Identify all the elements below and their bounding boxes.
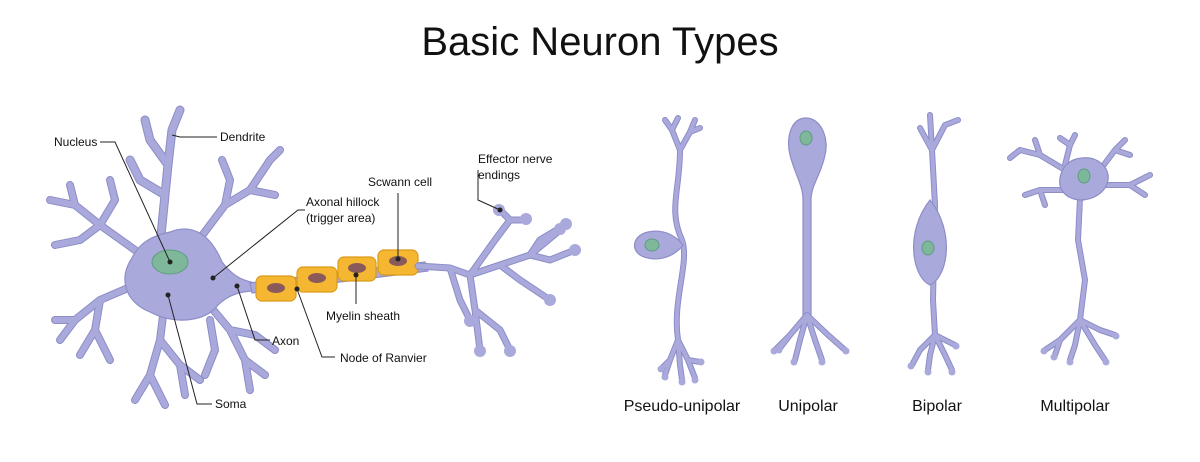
schwann-nucleus [348, 263, 366, 273]
label-trigger-area: (trigger area) [306, 211, 375, 225]
page-title: Basic Neuron Types [421, 20, 779, 64]
terminal-knob [474, 345, 486, 357]
schwann-nucleus [308, 273, 326, 283]
label-dendrite: Dendrite [220, 130, 266, 144]
terminal-knob [569, 244, 581, 256]
label-node-of-ranvier: Node of Ranvier [340, 351, 427, 365]
terminal-knob [520, 213, 532, 225]
terminal-knob [560, 218, 572, 230]
label-nucleus: Nucleus [54, 135, 97, 149]
terminal-knob [544, 294, 556, 306]
label-schwann-cell: Scwann cell [368, 175, 432, 189]
label-bipolar: Bipolar [912, 398, 962, 415]
label-effector-endings: endings [478, 168, 520, 182]
axon-terminals [414, 204, 581, 357]
dendrites [46, 105, 284, 409]
label-multipolar: Multipolar [1040, 398, 1110, 415]
schwann-nucleus [267, 283, 285, 293]
label-axon: Axon [272, 334, 299, 348]
label-axonal-hillock: Axonal hillock [306, 195, 380, 209]
label-myelin-sheath: Myelin sheath [326, 309, 400, 323]
terminal-knob [504, 345, 516, 357]
label-unipolar: Unipolar [778, 398, 838, 415]
label-pseudo-unipolar: Pseudo-unipolar [624, 398, 741, 415]
soma-body [124, 228, 256, 321]
label-soma: Soma [215, 397, 247, 411]
pseudo-unipolar-neuron: Pseudo-unipolar [624, 115, 741, 415]
myelin-sheath [255, 249, 419, 302]
terminal-knob [464, 315, 476, 327]
bipolar-neuron: Bipolar [907, 112, 963, 415]
label-effector-nerve: Effector nerve [478, 152, 553, 166]
leader-lines [100, 134, 503, 405]
unipolar-neuron: Unipolar [770, 117, 850, 415]
detailed-neuron: Nucleus Dendrite Axonal hillock (trigger… [46, 105, 581, 411]
multipolar-neuron: Multipolar [1007, 132, 1153, 415]
